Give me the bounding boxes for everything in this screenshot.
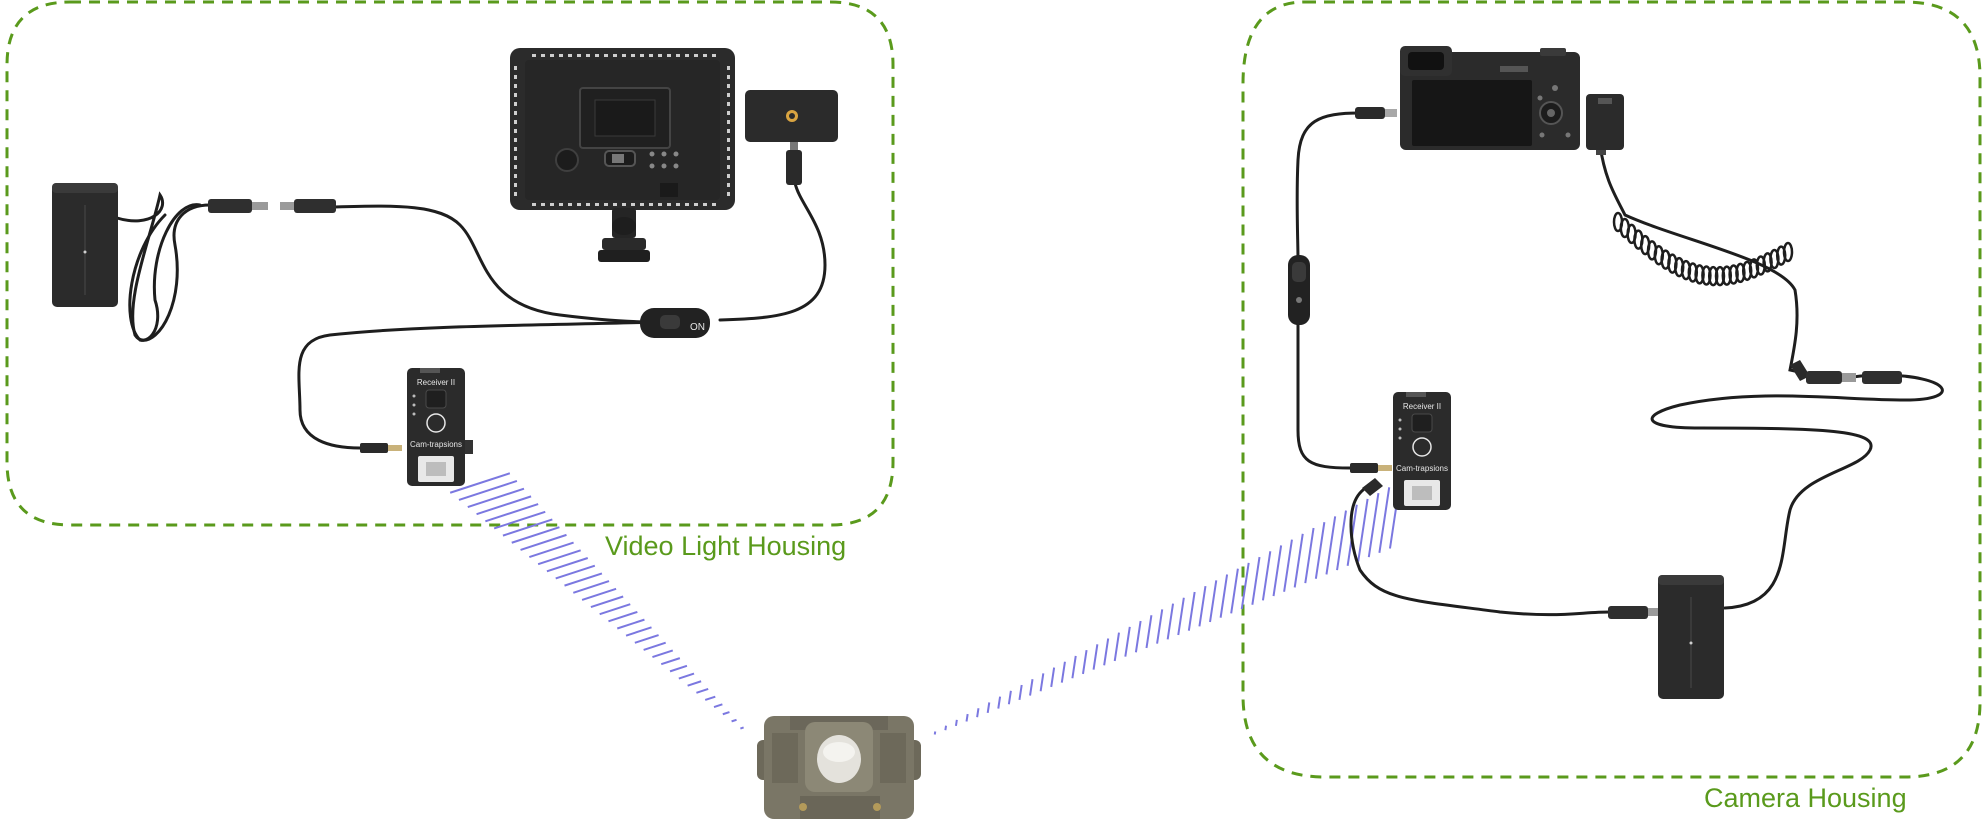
coiled-cable — [1598, 143, 1810, 376]
led-video-light — [510, 48, 735, 262]
left-battery-pack — [52, 183, 118, 307]
right-receiver-brand-label: Cam-trapsions — [1396, 464, 1448, 473]
light-battery — [745, 90, 838, 185]
right-receiver-model-label: Receiver II — [1403, 402, 1441, 411]
video-light-housing-boundary — [5, 0, 895, 527]
camera-to-switch-cable — [1295, 111, 1362, 262]
left-inline-switch: ON — [640, 308, 710, 338]
svg-text:ON: ON — [690, 322, 705, 333]
right-receiver-to-battery-cable — [1349, 488, 1612, 617]
camera-usb-plug — [1355, 107, 1397, 119]
video-light-housing-label: Video Light Housing — [605, 531, 847, 561]
right-receiver-plugs — [1350, 463, 1392, 496]
right-receiver: Receiver II Cam-trapsions — [1393, 392, 1451, 510]
left-receiver-model-label: Receiver II — [417, 378, 455, 387]
light-to-switch-cable — [718, 181, 827, 322]
right-battery-connector — [1608, 606, 1658, 619]
left-battery-connectors — [208, 199, 336, 213]
switch-to-right-receiver-cable — [1296, 293, 1352, 470]
coiled-cable-rings — [1612, 211, 1794, 287]
motion-sensor — [757, 716, 921, 819]
mirrorless-camera — [1400, 46, 1580, 150]
coil-cable-connectors — [1790, 360, 1902, 384]
left-receiver: Receiver II Cam-trapsions — [407, 368, 473, 486]
wireless-signal-left — [449, 472, 744, 730]
camera-housing-label: Camera Housing — [1704, 783, 1907, 813]
left-battery-to-switch-cable — [333, 204, 657, 324]
left-receiver-plug — [360, 443, 402, 453]
right-battery-pack — [1658, 575, 1724, 699]
camera-housing-boundary — [1241, 0, 1982, 779]
camera-dummy-battery — [1586, 94, 1624, 155]
left-receiver-brand-label: Cam-trapsions — [410, 440, 462, 449]
right-battery-to-coil-cable — [1650, 373, 1944, 610]
right-inline-switch — [1288, 255, 1310, 325]
left-battery-cable-loop — [128, 203, 212, 342]
switch-to-left-receiver-cable — [297, 320, 662, 450]
wireless-signal-right — [933, 481, 1402, 735]
